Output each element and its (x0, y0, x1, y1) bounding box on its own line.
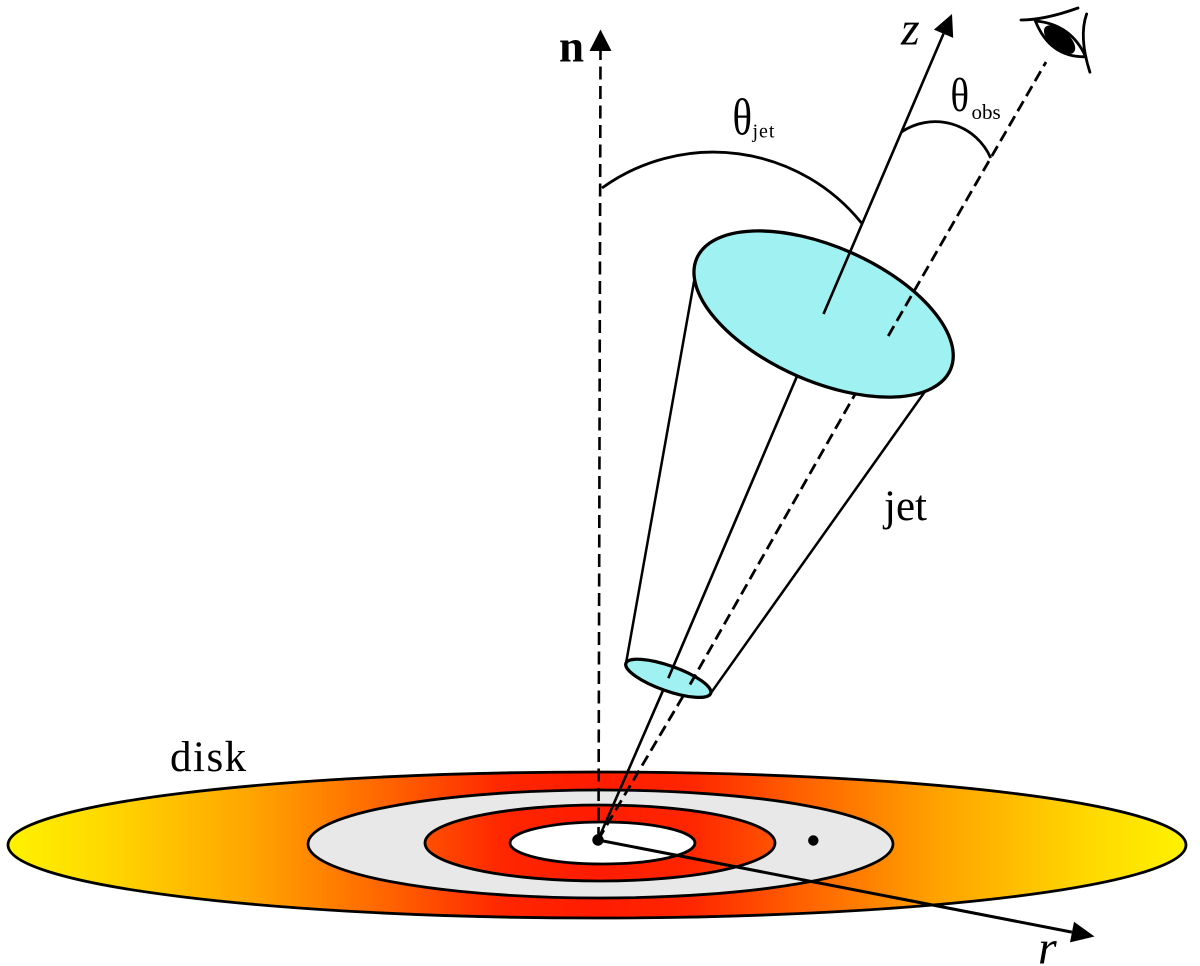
z-axis-line-lower (596, 677, 670, 841)
r-axis-arrowhead (1070, 921, 1095, 943)
sight-line-upper (886, 61, 1048, 337)
jet-cone-left-edge (624, 275, 697, 664)
eye-brow-curve (1019, 6, 1080, 22)
jet-label: jet (882, 483, 927, 530)
z-axis-line-upper (822, 33, 945, 315)
n-axis-dashed-line (597, 49, 602, 841)
theta-jet-subscript: jet (752, 121, 776, 143)
origin-dot (592, 834, 604, 846)
eye-pupil (1043, 25, 1076, 54)
jet-cone-right-edge (709, 352, 954, 695)
theta-jet-arc (601, 150, 863, 224)
disk-label: disk (170, 734, 248, 781)
disk-marker-dot (808, 835, 819, 846)
theta-jet-symbol: θ (733, 90, 753, 147)
theta-jet-label: θ jet (733, 90, 776, 147)
sight-line-lower (596, 683, 692, 841)
theta-obs-arc (900, 120, 992, 159)
r-axis (597, 838, 1095, 943)
theta-obs-label: θ obs (951, 69, 1001, 124)
n-axis-label: n (559, 22, 584, 72)
z-axis-upper (822, 14, 954, 315)
theta-obs-subscript: obs (972, 100, 1001, 124)
r-axis-label: r (1038, 922, 1057, 966)
n-axis-arrowhead (589, 29, 612, 51)
z-axis-arrowhead (933, 14, 954, 38)
eye-icon (1019, 6, 1092, 74)
theta-obs-symbol: θ (951, 69, 970, 122)
eye-upper-lid (1034, 19, 1088, 59)
eye-outer-curve (1081, 12, 1092, 74)
n-axis (589, 29, 612, 841)
z-axis-label: z (900, 3, 920, 56)
r-axis-line (597, 838, 1073, 934)
